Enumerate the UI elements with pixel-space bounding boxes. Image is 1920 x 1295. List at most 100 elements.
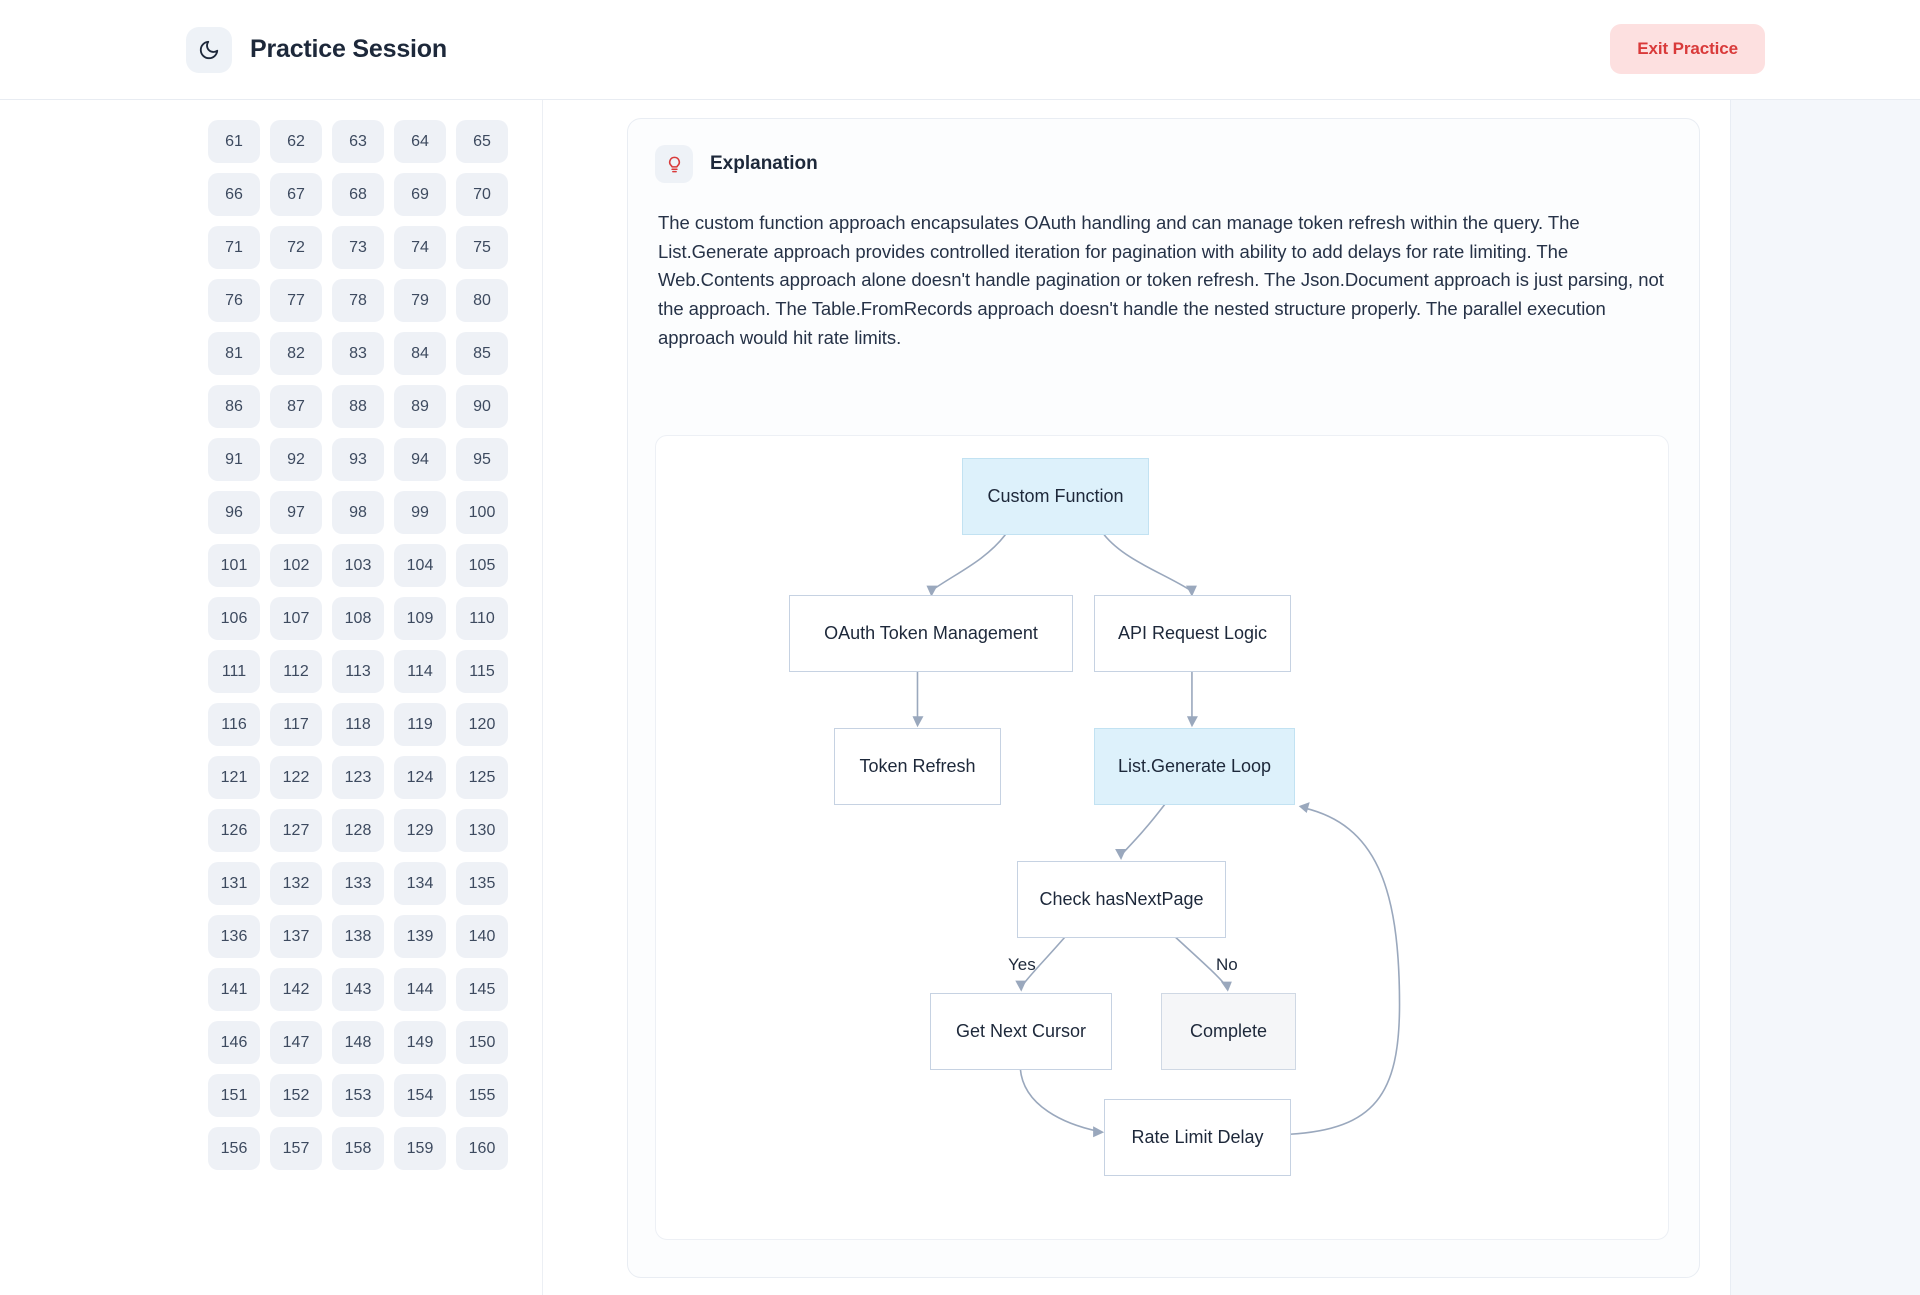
question-cell-149[interactable]: 149 [394,1021,446,1064]
question-cell-119[interactable]: 119 [394,703,446,746]
question-cell-140[interactable]: 140 [456,915,508,958]
question-cell-104[interactable]: 104 [394,544,446,587]
question-cell-131[interactable]: 131 [208,862,260,905]
question-cell-91[interactable]: 91 [208,438,260,481]
question-cell-100[interactable]: 100 [456,491,508,534]
question-cell-138[interactable]: 138 [332,915,384,958]
question-cell-112[interactable]: 112 [270,650,322,693]
question-cell-97[interactable]: 97 [270,491,322,534]
question-cell-98[interactable]: 98 [332,491,384,534]
question-cell-123[interactable]: 123 [332,756,384,799]
question-cell-103[interactable]: 103 [332,544,384,587]
question-cell-148[interactable]: 148 [332,1021,384,1064]
question-cell-80[interactable]: 80 [456,279,508,322]
question-cell-71[interactable]: 71 [208,226,260,269]
question-cell-78[interactable]: 78 [332,279,384,322]
question-cell-107[interactable]: 107 [270,597,322,640]
question-cell-61[interactable]: 61 [208,120,260,163]
question-cell-109[interactable]: 109 [394,597,446,640]
question-cell-152[interactable]: 152 [270,1074,322,1117]
question-cell-82[interactable]: 82 [270,332,322,375]
question-cell-116[interactable]: 116 [208,703,260,746]
question-cell-63[interactable]: 63 [332,120,384,163]
question-cell-124[interactable]: 124 [394,756,446,799]
question-cell-136[interactable]: 136 [208,915,260,958]
question-cell-125[interactable]: 125 [456,756,508,799]
question-cell-115[interactable]: 115 [456,650,508,693]
question-cell-94[interactable]: 94 [394,438,446,481]
question-cell-139[interactable]: 139 [394,915,446,958]
question-cell-133[interactable]: 133 [332,862,384,905]
question-cell-128[interactable]: 128 [332,809,384,852]
question-cell-86[interactable]: 86 [208,385,260,428]
question-cell-99[interactable]: 99 [394,491,446,534]
question-cell-122[interactable]: 122 [270,756,322,799]
question-cell-117[interactable]: 117 [270,703,322,746]
question-cell-150[interactable]: 150 [456,1021,508,1064]
question-cell-142[interactable]: 142 [270,968,322,1011]
question-cell-75[interactable]: 75 [456,226,508,269]
question-cell-90[interactable]: 90 [456,385,508,428]
question-cell-129[interactable]: 129 [394,809,446,852]
question-cell-147[interactable]: 147 [270,1021,322,1064]
question-cell-113[interactable]: 113 [332,650,384,693]
question-cell-121[interactable]: 121 [208,756,260,799]
question-cell-66[interactable]: 66 [208,173,260,216]
question-cell-85[interactable]: 85 [456,332,508,375]
question-cell-77[interactable]: 77 [270,279,322,322]
question-cell-151[interactable]: 151 [208,1074,260,1117]
sidebar-scrollbar[interactable] [531,100,539,1295]
question-cell-120[interactable]: 120 [456,703,508,746]
question-cell-144[interactable]: 144 [394,968,446,1011]
question-cell-156[interactable]: 156 [208,1127,260,1170]
question-cell-96[interactable]: 96 [208,491,260,534]
question-cell-132[interactable]: 132 [270,862,322,905]
question-cell-74[interactable]: 74 [394,226,446,269]
question-cell-62[interactable]: 62 [270,120,322,163]
question-cell-101[interactable]: 101 [208,544,260,587]
exit-practice-button[interactable]: Exit Practice [1610,24,1765,74]
question-cell-108[interactable]: 108 [332,597,384,640]
question-cell-70[interactable]: 70 [456,173,508,216]
question-cell-88[interactable]: 88 [332,385,384,428]
question-cell-153[interactable]: 153 [332,1074,384,1117]
question-cell-92[interactable]: 92 [270,438,322,481]
question-cell-79[interactable]: 79 [394,279,446,322]
question-cell-102[interactable]: 102 [270,544,322,587]
question-cell-83[interactable]: 83 [332,332,384,375]
question-cell-81[interactable]: 81 [208,332,260,375]
question-cell-72[interactable]: 72 [270,226,322,269]
question-cell-141[interactable]: 141 [208,968,260,1011]
question-cell-65[interactable]: 65 [456,120,508,163]
question-cell-95[interactable]: 95 [456,438,508,481]
question-cell-84[interactable]: 84 [394,332,446,375]
question-cell-134[interactable]: 134 [394,862,446,905]
question-cell-87[interactable]: 87 [270,385,322,428]
question-cell-143[interactable]: 143 [332,968,384,1011]
question-cell-118[interactable]: 118 [332,703,384,746]
question-cell-114[interactable]: 114 [394,650,446,693]
question-cell-76[interactable]: 76 [208,279,260,322]
question-cell-145[interactable]: 145 [456,968,508,1011]
question-cell-93[interactable]: 93 [332,438,384,481]
question-cell-160[interactable]: 160 [456,1127,508,1170]
question-cell-110[interactable]: 110 [456,597,508,640]
question-cell-130[interactable]: 130 [456,809,508,852]
question-cell-137[interactable]: 137 [270,915,322,958]
question-cell-68[interactable]: 68 [332,173,384,216]
question-cell-126[interactable]: 126 [208,809,260,852]
question-cell-158[interactable]: 158 [332,1127,384,1170]
question-cell-69[interactable]: 69 [394,173,446,216]
question-cell-73[interactable]: 73 [332,226,384,269]
question-cell-146[interactable]: 146 [208,1021,260,1064]
question-cell-154[interactable]: 154 [394,1074,446,1117]
question-cell-89[interactable]: 89 [394,385,446,428]
question-cell-64[interactable]: 64 [394,120,446,163]
question-cell-111[interactable]: 111 [208,650,260,693]
question-cell-157[interactable]: 157 [270,1127,322,1170]
question-cell-135[interactable]: 135 [456,862,508,905]
question-cell-127[interactable]: 127 [270,809,322,852]
question-cell-106[interactable]: 106 [208,597,260,640]
question-cell-105[interactable]: 105 [456,544,508,587]
